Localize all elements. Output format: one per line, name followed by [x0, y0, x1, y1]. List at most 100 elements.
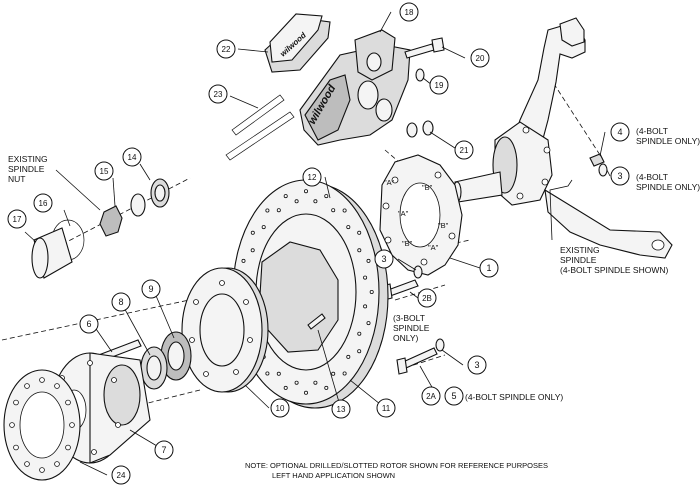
callout-number: 21: [460, 146, 469, 155]
spacer-bolt-hole: [9, 422, 15, 428]
rotor-drill-hole: [303, 390, 308, 395]
leader-lines: [24, 11, 611, 476]
rotor-drill-hole: [342, 208, 347, 213]
rotor-drill-hole: [342, 371, 347, 376]
callout-number: 10: [276, 404, 285, 413]
spacer-bolt-hole: [13, 399, 19, 406]
callout-circle: [216, 39, 236, 59]
four-bolt-b-line2: SPINDLE ONLY): [636, 182, 700, 192]
callout-number: 4: [617, 127, 622, 137]
rotor-drill-hole: [241, 258, 246, 263]
callout-c2b: 2B: [417, 288, 437, 308]
rotor-hat: [181, 267, 269, 393]
callout-number: 5: [451, 391, 456, 401]
rotor-drill-hole: [265, 371, 270, 376]
spacer-bolt-hole: [54, 461, 60, 467]
note-line2: LEFT HAND APPLICATION SHOWN: [272, 471, 395, 480]
callout-c3a: 3: [374, 249, 394, 269]
callout-c1: 1: [479, 258, 499, 278]
callout-circle: [467, 355, 487, 375]
callout-circle: [7, 209, 27, 229]
callout-c3c: 3: [610, 166, 630, 186]
callout-c2a: 2A: [421, 386, 441, 406]
rotor-drill-hole: [303, 189, 308, 194]
rotor-drill-hole: [276, 371, 281, 376]
callout-circle: [154, 440, 174, 460]
rotor-drill-hole: [283, 385, 288, 390]
three-bolt-line1: (3-BOLT: [393, 313, 425, 323]
existing-spindle: [452, 17, 673, 259]
callout-circle: [376, 398, 396, 418]
rotor-drill-hole: [366, 258, 371, 263]
callout-number: 13: [337, 405, 346, 414]
rotor-drill-hole: [294, 199, 299, 204]
rotor-drill-hole: [283, 194, 288, 199]
bracket-mark-6: "B": [402, 239, 413, 248]
three-bolt-line3: ONLY): [393, 333, 419, 343]
bracket-mark-4: "B": [438, 221, 449, 230]
callout-c14: 14: [122, 147, 142, 167]
rotor-drill-hole: [313, 380, 318, 385]
callout-number: 3: [617, 171, 622, 181]
callout-c16: 16: [33, 193, 53, 213]
callout-c12: 12: [302, 167, 322, 187]
three-bolt-line2: SPINDLE: [393, 323, 430, 333]
existing-spindle-nut-line1: EXISTING: [8, 154, 48, 164]
rotor-drill-hole: [346, 354, 351, 359]
callout-circle: [111, 292, 131, 312]
callout-number: 3: [474, 360, 479, 370]
text-labels: EXISTING SPINDLE NUT EXISTING SPINDLE (4…: [8, 126, 700, 480]
callout-number: 9: [148, 284, 153, 294]
callout-circle: [429, 75, 449, 95]
callout-number: 2A: [426, 392, 436, 401]
bracket-mark-3: "A": [398, 209, 409, 218]
callout-c19: 19: [429, 75, 449, 95]
callout-number: 19: [435, 81, 444, 90]
callout-number: 17: [13, 215, 22, 224]
rotor-drill-hole: [276, 208, 281, 213]
spacer-bolt-hole: [54, 383, 60, 389]
pad-retainer-clips: [225, 94, 295, 161]
callout-circle: [141, 279, 161, 299]
callout-circle: [421, 386, 441, 406]
callout-number: 2B: [422, 294, 432, 303]
callout-c11: 11: [376, 398, 396, 418]
callout-c8: 8: [111, 292, 131, 312]
rotor-drill-hole: [294, 380, 299, 385]
callout-circle: [122, 147, 142, 167]
callout-c22: 22: [216, 39, 236, 59]
rotor-drill-hole: [357, 349, 362, 354]
callout-circle: [331, 399, 351, 419]
callout-c18: 18: [399, 2, 419, 22]
callout-number: 12: [308, 173, 317, 182]
callout-circle: [454, 140, 474, 160]
callout-number: 1: [486, 263, 491, 273]
spindle-nuts: [589, 153, 608, 177]
callout-number: 8: [118, 297, 123, 307]
rotor-drill-hole: [250, 248, 255, 253]
callout-number: 18: [405, 8, 414, 17]
callout-circle: [302, 167, 322, 187]
spacer-bolt-hole: [24, 383, 30, 389]
existing-spindle-nut-line3: NUT: [8, 174, 25, 184]
wheel-spacer: [3, 369, 81, 481]
caliper: wilwood: [299, 29, 411, 146]
rotor-drill-hole: [261, 225, 266, 230]
four-bolt-b-line1: (4-BOLT: [636, 172, 668, 182]
callout-circle: [208, 84, 228, 104]
existing-spindle-line1: EXISTING: [560, 245, 600, 255]
callout-circle: [470, 48, 490, 68]
rotor-drill-hole: [313, 199, 318, 204]
hat-bolt: [307, 313, 326, 330]
rotor-drill-hole: [331, 371, 336, 376]
callout-circle: [479, 258, 499, 278]
callout-c21: 21: [454, 140, 474, 160]
callout-number: 20: [476, 54, 485, 63]
callout-circle: [270, 398, 290, 418]
callout-number: 14: [128, 153, 137, 162]
callout-c7: 7: [154, 440, 174, 460]
rotor-drill-hole: [324, 194, 329, 199]
callout-number: 11: [382, 404, 391, 413]
spacer-bolt-hole: [65, 399, 71, 406]
